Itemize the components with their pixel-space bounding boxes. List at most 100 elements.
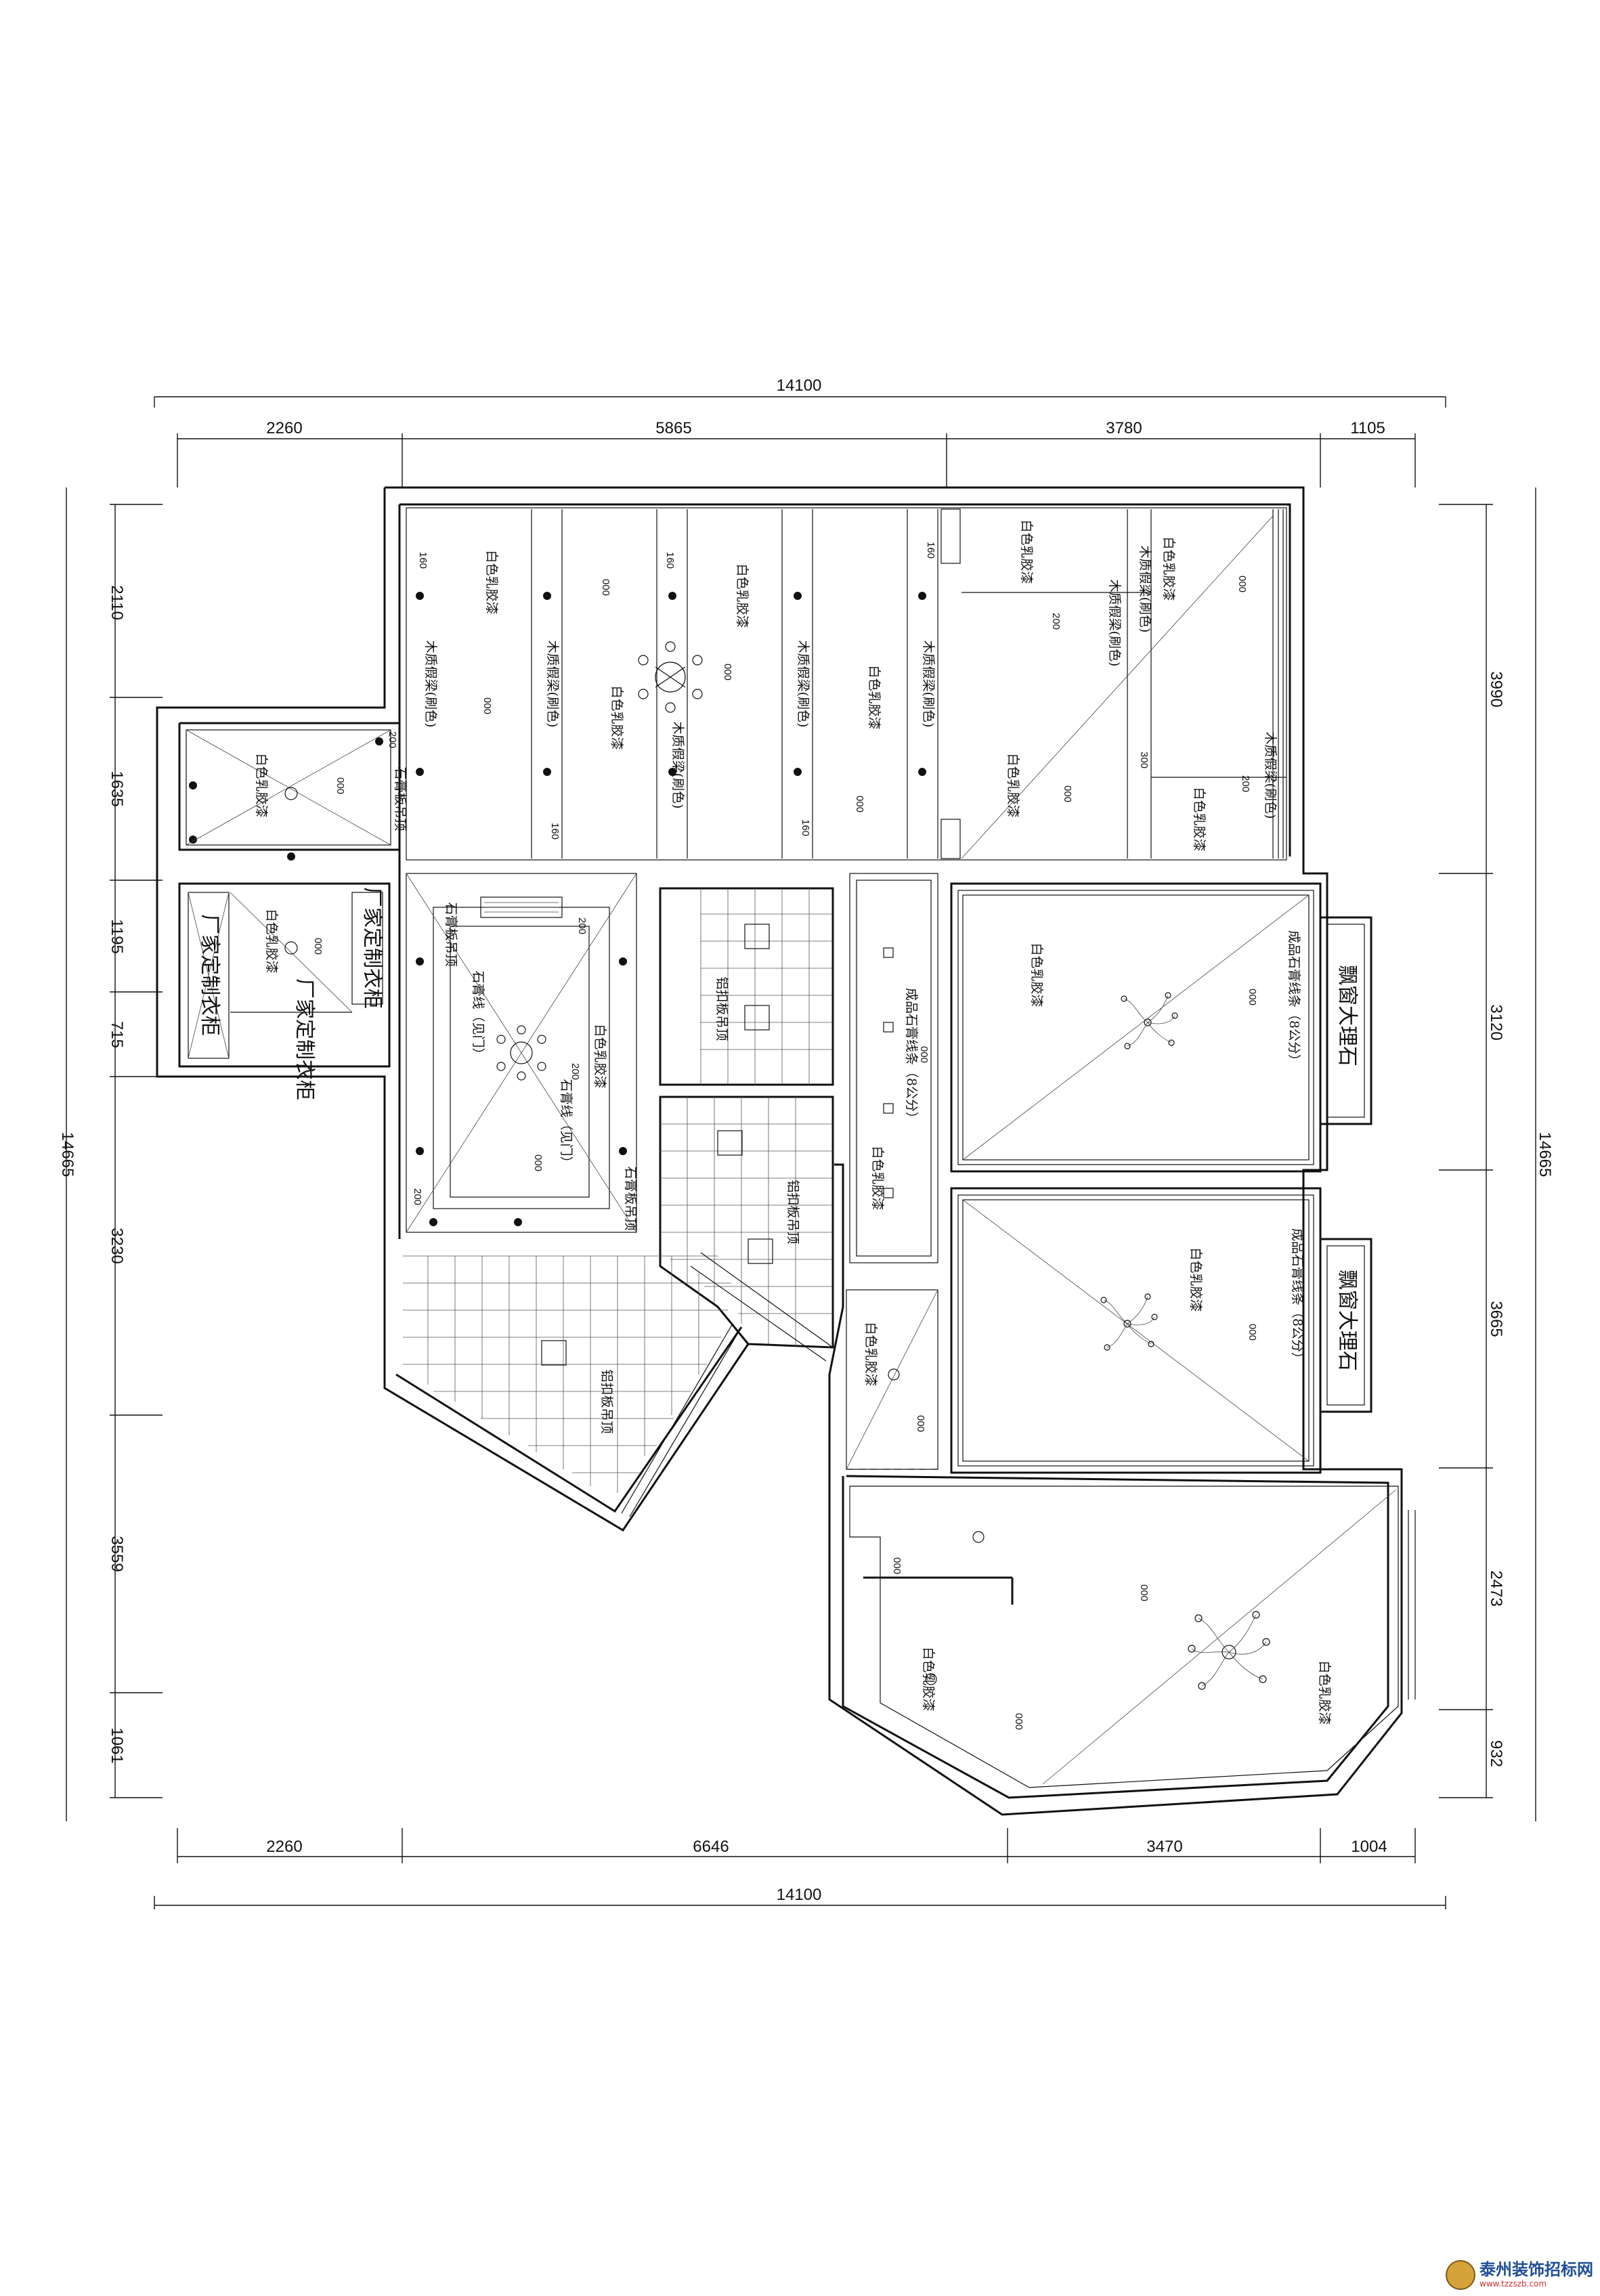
elevation-markers-living: 160 160 160 160 160 200 200 300 200 000 …: [387, 542, 1251, 840]
label-paint-m2: 白色乳胶漆: [1317, 1660, 1332, 1725]
room-bedroom-1: 白色乳胶漆 成品石膏线条（8公分） 000: [950, 882, 1322, 1173]
label-wardrobe-3: 厂家定制衣柜: [293, 978, 316, 1100]
label-beam-6: 木质假梁(刷色): [1138, 546, 1152, 633]
elev-000-f: 000: [1062, 785, 1073, 802]
watermark-url: www.tzzszb.com: [1479, 2278, 1547, 2289]
downlight-icon: [883, 1022, 894, 1033]
elev-000-d: 000: [854, 796, 865, 813]
label-beam-8: 木质假梁(刷色): [1263, 732, 1278, 819]
downlight-icon: [883, 1103, 894, 1114]
elev-200-b: 200: [1050, 613, 1062, 630]
dim-right-seg-2: 3120: [1487, 1004, 1505, 1040]
dim-top-seg-3: 3780: [1106, 419, 1142, 437]
downlight-icon: [514, 1218, 522, 1226]
label-paint-l2: 白色乳胶漆: [609, 685, 624, 750]
label-paint-b2: 白色乳胶漆: [1188, 1247, 1203, 1312]
dim-right-seg-4: 2473: [1487, 1570, 1505, 1606]
elev-000-h: 000: [915, 1415, 926, 1432]
downlight-icon: [429, 1218, 437, 1226]
elev-000-f1: 000: [532, 1154, 544, 1171]
room-foyer: 石膏板吊顶 石膏线（见门） 石膏线（见门） 白色乳胶漆 石膏板吊顶 200 20…: [406, 873, 639, 1233]
downlight-icon: [668, 592, 676, 600]
elev-200-f1: 200: [576, 917, 588, 934]
label-wardrobe-2: 厂家定制衣柜: [360, 887, 384, 1009]
tile-grid-kitchen: [700, 888, 833, 1085]
bay-window-1: 飘窗大理石: [1319, 916, 1372, 1125]
dim-left-total: 14665: [58, 1132, 77, 1177]
ceiling-light-icon: [284, 941, 298, 955]
room-kitchen: 铝扣板吊顶: [659, 887, 834, 1086]
label-beam-4: 木质假梁(刷色): [796, 641, 810, 728]
label-gypsum-line: 石膏线（见门）: [471, 970, 486, 1060]
downlights: [189, 592, 926, 1226]
downlight-icon: [794, 592, 802, 600]
chandelier-icon-master: [1188, 1611, 1270, 1690]
elev-000-ward: 000: [312, 938, 324, 955]
elev-160-c: 160: [925, 542, 936, 559]
elev-000-a: 000: [600, 579, 611, 596]
label-paint-l3: 白色乳胶漆: [735, 563, 750, 628]
label-marble-2: 飘窗大理石: [1335, 1270, 1359, 1371]
room-living-ceiling: [406, 507, 1287, 861]
label-line8-corr: 成品石膏线条（8公分）: [904, 988, 920, 1125]
dim-bottom-seg-4: 1004: [1351, 1838, 1387, 1856]
dimension-left: 14665 2110 1635 1195 715 3230 3559 1061: [58, 488, 163, 1821]
elev-000-b2: 000: [1247, 1324, 1258, 1341]
label-line8-b1: 成品石膏线条（8公分）: [1287, 930, 1302, 1067]
label-aluminum-k: 铝扣板吊顶: [714, 976, 729, 1041]
elev-000-c: 000: [481, 697, 493, 714]
label-marble-1: 飘窗大理石: [1335, 965, 1359, 1066]
dim-bottom-total: 14100: [777, 1886, 822, 1904]
label-paint-f1: 白色乳胶漆: [592, 1024, 607, 1088]
dim-right-seg-3: 3665: [1487, 1301, 1505, 1337]
elev-160-b: 160: [664, 552, 676, 569]
label-paint-sm1: 白色乳胶漆: [254, 753, 269, 817]
chandelier-icon-dining: [638, 641, 703, 713]
ceiling-light-icon: [888, 1368, 900, 1381]
ceiling-light-icon: [925, 1673, 937, 1685]
tile-grid-balcony: [403, 1255, 731, 1493]
elev-000-m3: 000: [1013, 1713, 1024, 1730]
room-bedroom-2: 白色乳胶漆 成品石膏线条（8公分） 000: [950, 1187, 1322, 1474]
elev-200-a: 200: [387, 731, 398, 748]
downlight-icon: [668, 768, 676, 776]
elev-000-sm1: 000: [334, 777, 346, 794]
label-paint-l5: 白色乳胶漆: [1019, 519, 1034, 584]
dim-left-seg-6: 3559: [108, 1536, 126, 1572]
bay-window-2: 飘窗大理石: [1319, 1238, 1372, 1413]
elev-160-d: 160: [549, 823, 561, 840]
dim-left-seg-1: 2110: [108, 585, 126, 620]
chandelier-icon-b2: [1100, 1293, 1158, 1351]
downlight-icon: [883, 1188, 894, 1198]
outer-walls: [156, 486, 1403, 1816]
lamp-icon: [744, 1005, 770, 1031]
label-paint-l1: 白色乳胶漆: [484, 550, 499, 614]
downlight-icon: [189, 836, 197, 844]
label-line8-b2: 成品石膏线条（8公分）: [1290, 1228, 1305, 1365]
chandelier-icon-foyer: [496, 1025, 546, 1081]
dim-right-seg-5: 932: [1487, 1740, 1505, 1767]
dim-left-seg-5: 3230: [108, 1228, 126, 1263]
ceiling-light-icon: [972, 1531, 985, 1543]
room-corridor: 成品石膏线条（8公分） 白色乳胶漆 000: [849, 873, 938, 1263]
watermark-logo-icon: [1446, 2260, 1475, 2290]
elev-300-a: 300: [1138, 752, 1150, 768]
dim-bottom-seg-3: 3470: [1146, 1838, 1182, 1856]
label-paint-h: 白色乳胶漆: [863, 1322, 878, 1386]
downlight-icon: [794, 768, 802, 776]
label-paint-ward: 白色乳胶漆: [264, 909, 279, 973]
lamp-icon: [541, 1340, 567, 1366]
elev-000-m2: 000: [1138, 1584, 1150, 1601]
downlight-icon: [287, 852, 295, 861]
elev-200-f3: 200: [412, 1188, 423, 1205]
downlight-icon: [416, 1147, 424, 1155]
elev-000-e: 000: [1236, 576, 1248, 592]
lamp-icon: [748, 1238, 773, 1264]
watermark: 泰州装饰招标网 www.tzzszb.com: [1446, 2259, 1593, 2291]
label-beam-3: 木质假梁(刷色): [670, 722, 685, 809]
label-aluminum-bal: 铝扣板吊顶: [599, 1369, 614, 1433]
downlight-icon: [375, 737, 383, 745]
label-aluminum-b: 铝扣板吊顶: [785, 1179, 800, 1244]
downlight-icon: [416, 768, 424, 776]
